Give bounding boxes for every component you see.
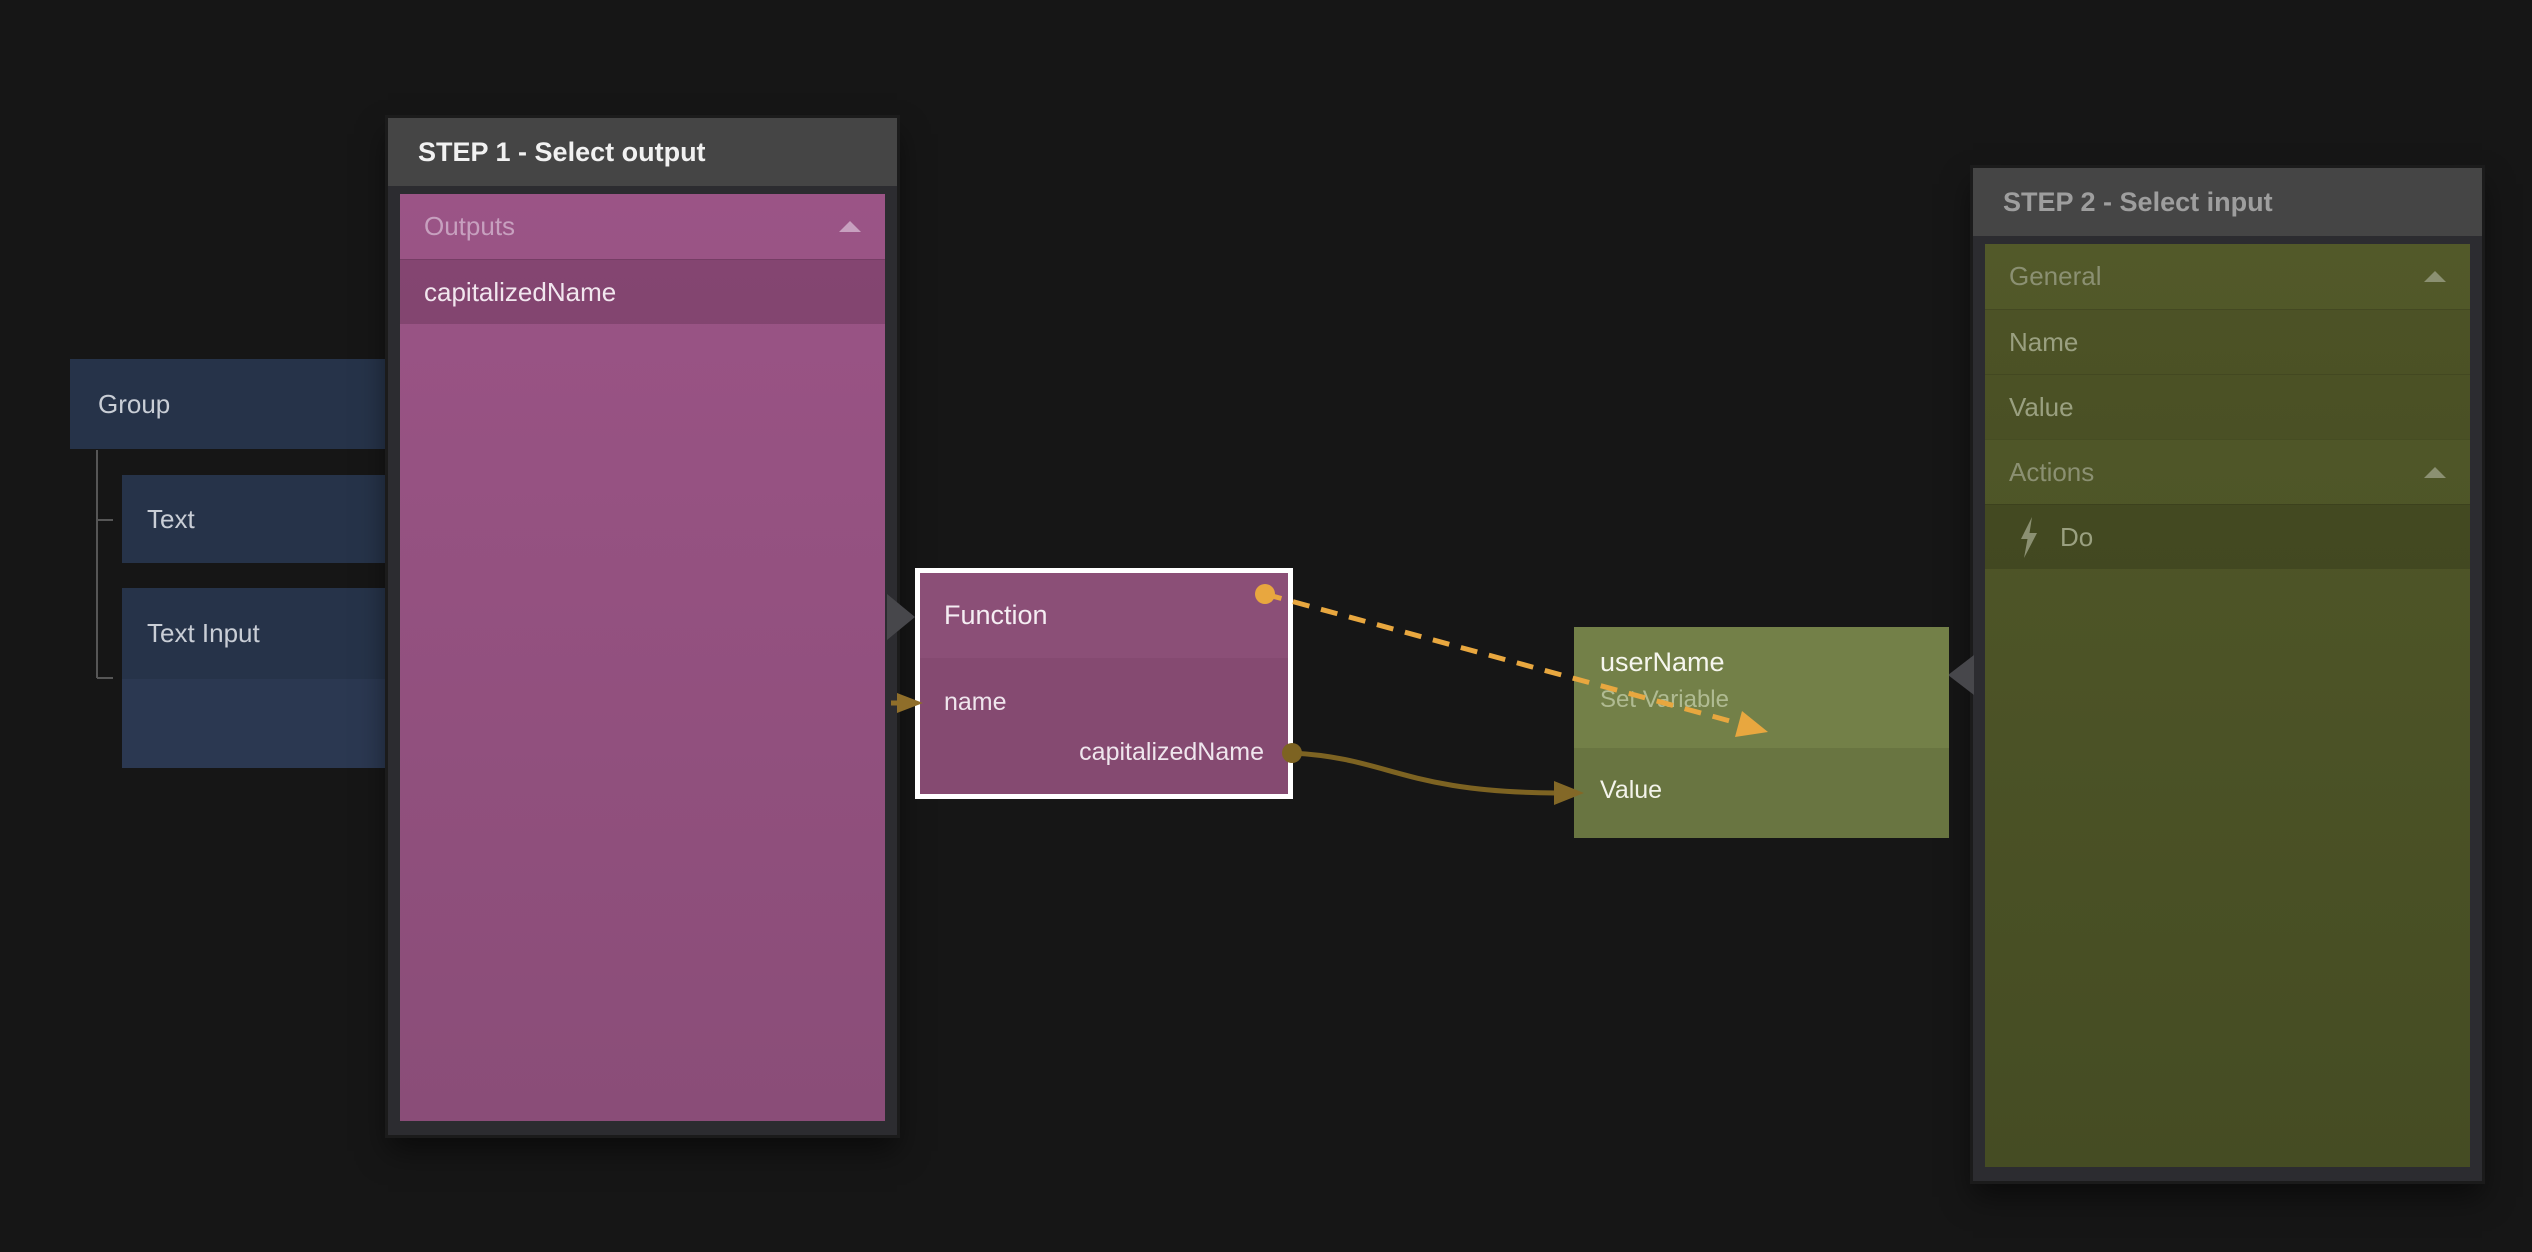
node-username-subtitle: Set Variable xyxy=(1600,686,1729,713)
section-outputs[interactable]: Outputs xyxy=(400,194,885,259)
node-text-input-label: Text Input xyxy=(147,618,260,648)
row-name[interactable]: Name xyxy=(1985,309,2470,374)
section-general-label: General xyxy=(2009,261,2102,291)
triangle-up-icon xyxy=(839,221,861,232)
node-text-input[interactable]: Text Input xyxy=(122,588,390,768)
row-do[interactable]: Do xyxy=(1985,504,2470,569)
panel-step2-header: STEP 2 - Select input xyxy=(1973,168,2482,236)
row-do-label: Do xyxy=(2060,521,2094,552)
section-actions-label: Actions xyxy=(2009,456,2095,487)
row-capitalizedname-label: capitalizedName xyxy=(424,276,617,307)
node-function[interactable]: Function name capitalizedName xyxy=(915,568,1293,799)
panel-step1-body: Outputs capitalizedName xyxy=(400,194,885,1121)
row-value[interactable]: Value xyxy=(1985,374,2470,439)
node-text[interactable]: Text xyxy=(122,475,390,563)
tree-connector-lines xyxy=(96,450,113,679)
node-function-title: Function xyxy=(944,600,1048,630)
node-group-label: Group xyxy=(98,388,171,419)
node-username-header: userName Set Variable xyxy=(1574,627,1949,748)
panel-step2-body: General Name Value Actions Do xyxy=(1985,244,2470,1167)
row-value-label: Value xyxy=(2009,391,2074,422)
node-set-variable-username[interactable]: userName Set Variable Value xyxy=(1574,627,1949,838)
triangle-up-icon xyxy=(2424,271,2446,282)
panel-step1-arrow-pointer-icon xyxy=(887,594,915,640)
panel-step1-title: STEP 1 - Select output xyxy=(418,136,706,167)
solid-connection-line[interactable] xyxy=(1291,750,1557,796)
section-actions[interactable]: Actions xyxy=(1985,439,2470,504)
node-text-label: Text xyxy=(147,503,195,534)
node-function-header: Function xyxy=(920,573,1288,658)
panel-step2: STEP 2 - Select input General Name Value… xyxy=(1948,168,2482,1181)
row-name-label: Name xyxy=(2009,326,2079,357)
node-group[interactable]: Group xyxy=(70,359,390,449)
panel-step2-title: STEP 2 - Select input xyxy=(2003,186,2273,217)
row-capitalizedname[interactable]: capitalizedName xyxy=(400,259,885,324)
variable-input-port-value[interactable]: Value xyxy=(1600,776,1663,804)
panel-step1-header: STEP 1 - Select output xyxy=(388,118,897,186)
panel-step1: STEP 1 - Select output Outputs capitaliz… xyxy=(388,118,915,1135)
node-username-title: userName xyxy=(1600,647,1725,677)
section-general[interactable]: General xyxy=(1985,244,2470,309)
function-input-port-name[interactable]: name xyxy=(944,688,1007,716)
lightning-icon xyxy=(2021,516,2037,558)
panel-step2-arrow-pointer-icon xyxy=(1948,655,1974,695)
section-outputs-label: Outputs xyxy=(424,211,516,241)
function-output-port-capitalizedname[interactable]: capitalizedName xyxy=(1079,738,1264,766)
triangle-up-icon xyxy=(2424,466,2446,478)
